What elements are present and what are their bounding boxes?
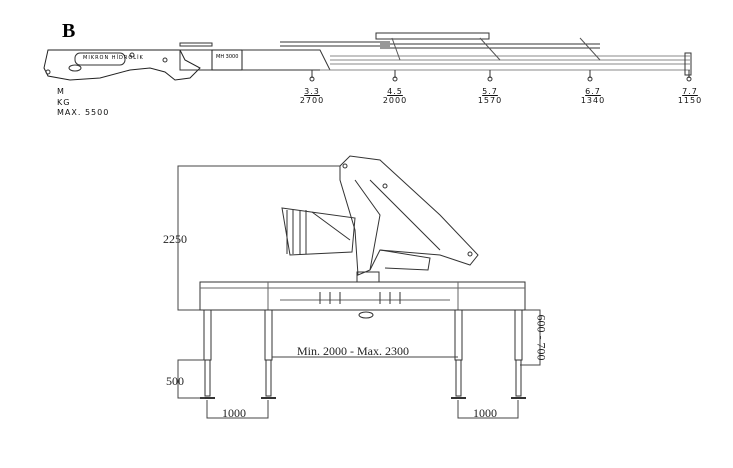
row-label-m: M — [57, 87, 65, 96]
row-label-max: MAX. 5500 — [57, 108, 110, 117]
dim-height: 2250 — [163, 232, 187, 246]
dim-leg-extension: 500 — [166, 374, 184, 388]
load-kg: 2000 — [382, 96, 408, 105]
hook-points — [309, 70, 692, 82]
boom-brand-text: MIKRON HİDROLİK — [83, 55, 144, 61]
load-kg: 1570 — [477, 96, 503, 105]
load-kg: 2700 — [299, 96, 325, 105]
boom-side-view — [43, 32, 692, 82]
row-label-kg: KG — [57, 98, 71, 107]
load-kg: 1340 — [580, 96, 606, 105]
reach-m: 4.5 — [387, 87, 403, 96]
panel-label: B — [62, 20, 76, 42]
dim-foot-spacing-left: 1000 — [222, 406, 246, 420]
outrigger-legs — [200, 309, 526, 399]
reach-m: 7.7 — [682, 87, 698, 96]
dim-stroke-range: 600 - 700 — [534, 314, 549, 361]
dim-leg-span: Min. 2000 - Max. 2300 — [297, 344, 409, 358]
reach-m: 6.7 — [585, 87, 601, 96]
crane-base-view — [177, 155, 541, 419]
reach-m: 3.3 — [304, 87, 320, 96]
dim-foot-spacing-right: 1000 — [473, 406, 497, 420]
reach-m: 5.7 — [482, 87, 498, 96]
load-kg: 1150 — [677, 96, 703, 105]
boom-model-text: MH 3000 — [216, 54, 239, 60]
